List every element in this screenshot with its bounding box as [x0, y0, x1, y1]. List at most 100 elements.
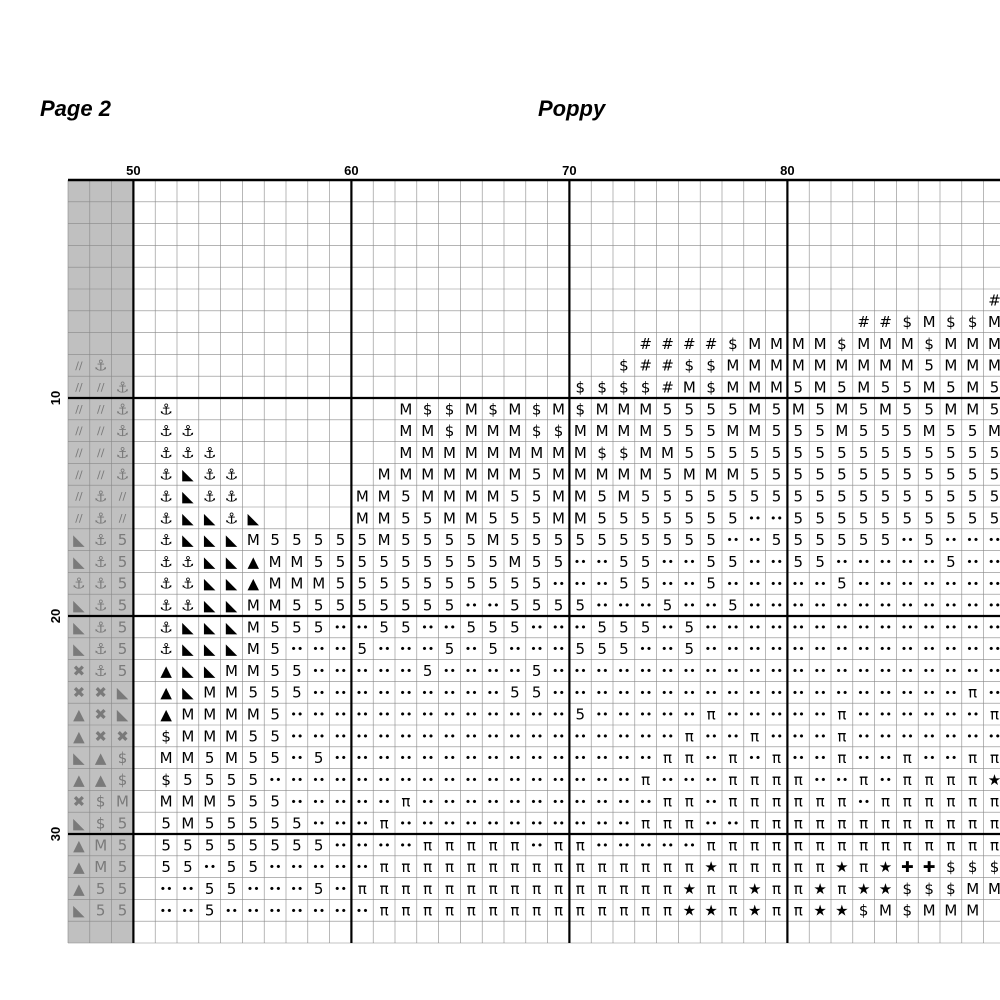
pattern-symbol: ••: [465, 708, 478, 721]
pattern-symbol: M: [617, 422, 630, 440]
pattern-symbol: M: [247, 597, 260, 615]
pattern-symbol: 5: [859, 466, 869, 484]
pattern-symbol: ••: [530, 752, 543, 765]
pattern-symbol: ▲: [160, 706, 172, 724]
pattern-symbol: ◣: [248, 509, 260, 527]
pattern-symbol: M: [465, 400, 478, 418]
pattern-symbol: ••: [639, 752, 652, 765]
pattern-symbol: ••: [530, 708, 543, 721]
pattern-symbol: ••: [596, 686, 609, 699]
pattern-symbol: 5: [815, 466, 825, 484]
pattern-symbol: 5: [532, 531, 542, 549]
pattern-symbol: ••: [966, 664, 979, 677]
pattern-symbol: ••: [639, 599, 652, 612]
pattern-symbol: ••: [574, 817, 587, 830]
pattern-symbol: 5: [597, 618, 607, 636]
pattern-symbol: ••: [923, 643, 936, 656]
pattern-symbol: 5: [554, 531, 564, 549]
pattern-symbol: $: [706, 357, 716, 375]
pattern-symbol: 5: [924, 531, 934, 549]
pattern-symbol: 5: [292, 684, 302, 702]
pattern-symbol: $: [946, 313, 956, 331]
pattern-symbol: ••: [421, 752, 434, 765]
pattern-symbol: 5: [379, 618, 389, 636]
pattern-symbol: 5: [488, 509, 498, 527]
pattern-symbol: ••: [443, 621, 456, 634]
pattern-symbol: ⚓: [159, 444, 172, 462]
pattern-symbol: M: [857, 357, 870, 375]
column-number-label: 50: [126, 163, 140, 178]
pattern-symbol: #: [857, 313, 870, 331]
pattern-symbol: ••: [988, 621, 1000, 634]
pattern-symbol: 5: [401, 553, 411, 571]
pattern-symbol: ⚓: [203, 466, 216, 484]
pattern-symbol: π: [794, 815, 803, 833]
pattern-symbol: M: [770, 379, 783, 397]
column-number-label: 70: [562, 163, 576, 178]
pattern-symbol: ••: [901, 621, 914, 634]
pattern-symbol: 5: [641, 531, 651, 549]
pattern-symbol: ••: [726, 708, 739, 721]
pattern-symbol: 5: [663, 400, 673, 418]
pattern-symbol: 5: [794, 444, 804, 462]
pattern-symbol: M: [552, 488, 565, 506]
pattern-symbol: ▲: [73, 727, 85, 745]
pattern-symbol: ⚓: [159, 422, 172, 440]
pattern-symbol: #: [879, 313, 892, 331]
pattern-symbol: ••: [901, 708, 914, 721]
pattern-symbol: 5: [685, 400, 695, 418]
pattern-symbol: ••: [857, 643, 870, 656]
pattern-symbol: ••: [356, 773, 369, 786]
pattern-symbol: ••: [661, 839, 674, 852]
pattern-symbol: ◣: [182, 488, 194, 506]
pattern-symbol: π: [750, 858, 759, 876]
pattern-symbol: M: [661, 444, 674, 462]
pattern-symbol: 5: [118, 531, 128, 549]
pattern-symbol: M: [639, 444, 652, 462]
pattern-symbol: ••: [552, 708, 565, 721]
pattern-symbol: ••: [552, 752, 565, 765]
pattern-symbol: 5: [118, 640, 128, 658]
pattern-symbol: ◣: [226, 531, 238, 549]
pattern-symbol: π: [881, 793, 890, 811]
pattern-symbol: 5: [270, 836, 280, 854]
pattern-symbol: $: [903, 902, 913, 920]
pattern-symbol: π: [423, 858, 432, 876]
pattern-symbol: 5: [837, 444, 847, 462]
pattern-symbol: M: [181, 749, 194, 767]
pattern-symbol: M: [879, 400, 892, 418]
pattern-symbol: ••: [356, 839, 369, 852]
pattern-symbol: π: [467, 836, 476, 854]
pattern-symbol: ••: [443, 708, 456, 721]
pattern-symbol: π: [990, 836, 999, 854]
pattern-symbol: π: [990, 815, 999, 833]
pattern-symbol: ••: [530, 839, 543, 852]
pattern-symbol: ••: [748, 621, 761, 634]
pattern-symbol: ••: [399, 664, 412, 677]
pattern-symbol: π: [576, 858, 585, 876]
pattern-symbol: ••: [988, 643, 1000, 656]
pattern-symbol: ◣: [73, 815, 85, 833]
pattern-symbol: π: [619, 858, 628, 876]
pattern-symbol: 5: [336, 597, 346, 615]
pattern-symbol: ••: [465, 599, 478, 612]
pattern-symbol: 5: [837, 379, 847, 397]
pattern-symbol: ••: [944, 686, 957, 699]
pattern-symbol: M: [225, 662, 238, 680]
pattern-symbol: π: [925, 793, 934, 811]
pattern-symbol: ••: [857, 730, 870, 743]
pattern-symbol: 5: [685, 444, 695, 462]
pattern-symbol: 5: [358, 575, 368, 593]
pattern-symbol: ▲: [248, 553, 260, 571]
pattern-symbol: $: [597, 444, 607, 462]
pattern-symbol: π: [423, 902, 432, 920]
pattern-symbol: π: [576, 836, 585, 854]
pattern-symbol: ••: [726, 621, 739, 634]
pattern-symbol: ••: [290, 795, 303, 808]
pattern-symbol: ••: [726, 643, 739, 656]
pattern-symbol: ••: [857, 686, 870, 699]
pattern-symbol: π: [685, 793, 694, 811]
pattern-symbol: ••: [334, 708, 347, 721]
pattern-symbol: π: [641, 880, 650, 898]
pattern-symbol: 5: [379, 553, 389, 571]
